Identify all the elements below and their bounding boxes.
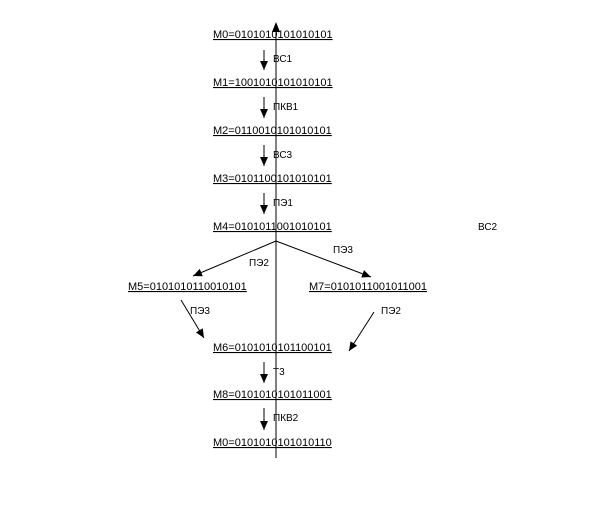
state-m6: M6=0101010101100101 <box>213 342 332 354</box>
state-m1: M1=1001010101010101 <box>213 77 333 89</box>
label-vs1: ВС1 <box>273 54 293 65</box>
state-m5: M5=0101010110010101 <box>128 281 247 293</box>
state-m3: M3=0101100101010101 <box>213 173 332 185</box>
state-m4: M4=0101011001010101 <box>213 221 332 233</box>
state-m7: M7=0101011001011001 <box>309 281 427 293</box>
label-t3: Т3 <box>273 367 285 378</box>
label-pkv1: ПКВ1 <box>273 102 299 113</box>
label-pe1: ПЭ1 <box>273 198 293 209</box>
label-vs3: ВС3 <box>273 150 293 161</box>
branch-arrow-m4-m7 <box>275 240 372 278</box>
label-pe3-branch: ПЭ3 <box>333 245 353 256</box>
branch-arrow-m4-m5 <box>192 240 277 277</box>
label-vs2: ВС2 <box>478 222 498 233</box>
state-m2: M2=0110010101010101 <box>213 125 332 137</box>
merge-arrow-m5-m6 <box>180 299 205 339</box>
label-pe2-branch: ПЭ2 <box>249 258 269 269</box>
state-m0-bottom: M0=0101010101010110 <box>213 437 332 449</box>
merge-arrow-m7-m6 <box>348 311 375 352</box>
state-m0-top: M0=0101010101010101 <box>213 29 333 41</box>
state-m8: M8=0101010101011001 <box>213 389 332 401</box>
label-pe2-merge: ПЭ2 <box>381 306 401 317</box>
vertical-axis-arrowhead <box>272 22 280 32</box>
label-pe3-merge: ПЭ3 <box>190 306 210 317</box>
label-pkv2: ПКВ2 <box>273 413 299 424</box>
